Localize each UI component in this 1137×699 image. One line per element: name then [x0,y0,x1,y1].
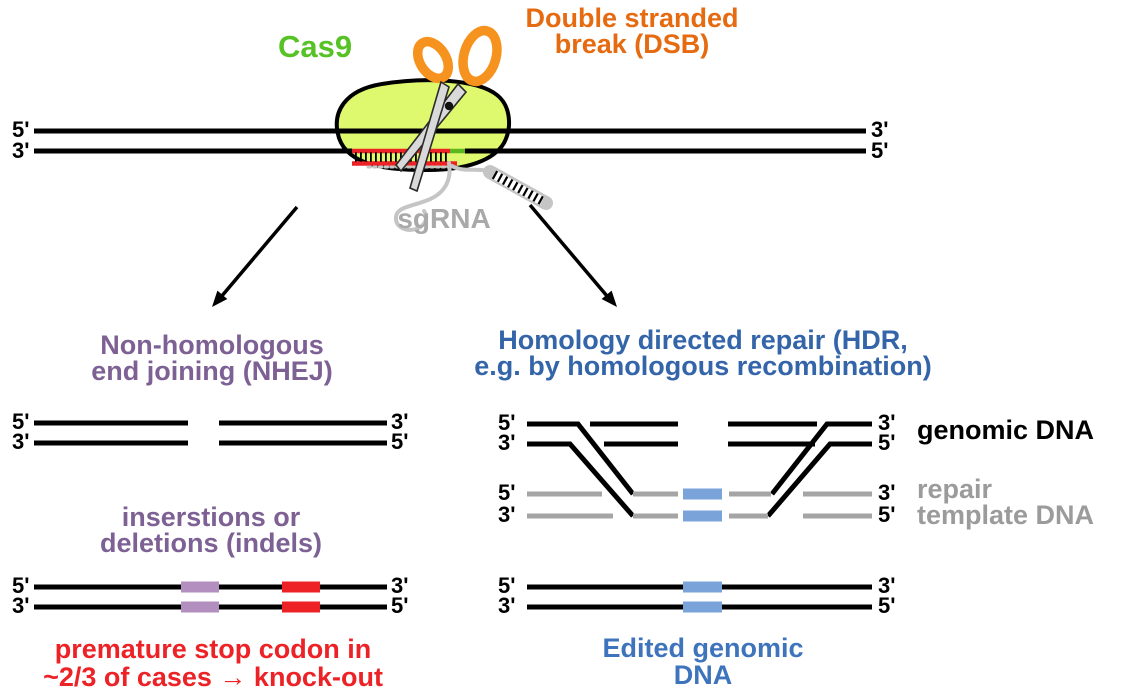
nhej-title-line1: Non-homologous [100,330,324,360]
scissors-icon [394,25,502,193]
hdr-template-left-3prime: 3' [498,502,516,527]
hdr-title-line2: e.g. by homologous recombination) [474,351,932,381]
top-dna-right-5prime: 5' [871,138,889,163]
branch-arrows [212,203,617,307]
hdr-template-right-3prime: 3' [878,480,896,505]
nhej-outcome-line1: premature stop codon in [54,634,372,664]
cas9-protein-blob [334,78,511,173]
hdr-title-line1: Homology directed repair (HDR, [498,325,908,355]
edited-dna-left-5prime: 5' [498,573,516,598]
indel-dna-right-5prime: 5' [391,593,409,618]
indels-label-line1: inserstions or [121,502,301,532]
hdr-title: Homology directed repair (HDR, e.g. by h… [474,325,932,381]
nhej-title-line2: end joining (NHEJ) [91,356,333,386]
repair-template-label: repair template DNA [917,474,1095,530]
edited-dna-line2: DNA [673,660,733,690]
repair-template-line1: repair [917,474,993,504]
hdr-template-left-5prime: 5' [498,480,516,505]
top-dna-right-3prime: 3' [871,117,889,142]
indel-dna-right-3prime: 3' [391,573,409,598]
hdr-genomic-left-3prime: 3' [498,430,516,455]
hdr-genomic-right-5prime: 5' [878,430,896,455]
broken-dna-left-5prime: 5' [12,409,30,434]
sgrna-strand [366,161,553,232]
edited-dna-right-5prime: 5' [878,593,896,618]
indels-label-line2: deletions (indels) [99,528,323,558]
edited-dna-left-3prime: 3' [498,593,516,618]
nhej-outcome-label: premature stop codon in ~2/3 of cases → … [43,635,383,691]
repair-template-line2: template DNA [917,500,1095,530]
sgrna-label: sgRNA [397,203,491,234]
top-dna-strands [34,128,866,154]
nhej-outcome-line2: ~2/3 of cases → knock-out [43,662,383,692]
top-dna-left-3prime: 3' [12,138,30,163]
hdr-genomic-left-5prime: 5' [498,410,516,435]
edited-genomic-dna [527,581,872,613]
broken-dna-right-3prime: 3' [391,409,409,434]
nhej-broken-dna [34,420,387,446]
hdr-template-right-5prime: 5' [878,502,896,527]
indel-dna-left-5prime: 5' [12,573,30,598]
dsb-label-line1: Double stranded [525,3,739,33]
hdr-genomic-right-3prime: 3' [878,410,896,435]
top-dna-left-5prime: 5' [12,117,30,142]
dsb-label: Double stranded break (DSB) [525,3,739,59]
broken-dna-left-3prime: 3' [12,429,30,454]
genomic-dna-label: genomic DNA [917,415,1095,445]
edited-dna-line1: Edited genomic [602,633,804,663]
dsb-label-line2: break (DSB) [554,29,710,59]
broken-dna-right-5prime: 5' [391,429,409,454]
indels-label: inserstions or deletions (indels) [99,502,323,558]
edited-dna-right-3prime: 3' [878,573,896,598]
nhej-title: Non-homologous end joining (NHEJ) [91,330,333,386]
nhej-indel-dna [34,581,387,613]
cas9-label: Cas9 [278,29,353,64]
indel-dna-left-3prime: 3' [12,593,30,618]
hdr-crossover [527,421,872,522]
edited-dna-label: Edited genomic DNA [602,635,803,689]
